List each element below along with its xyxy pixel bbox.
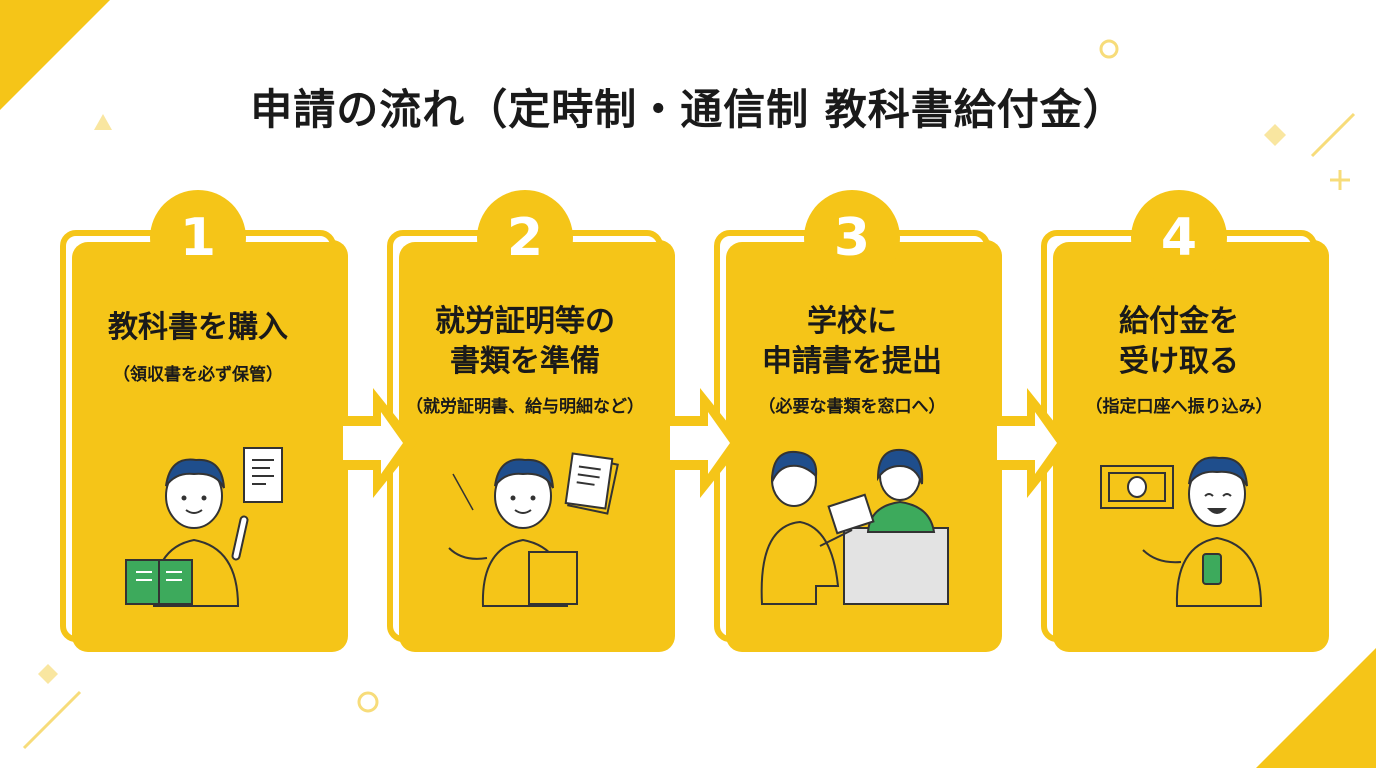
step-subtitle-3: （必要な書類を窓口へ） [758, 397, 946, 417]
step-card-1: 教科書を購入 （領収書を必ず保管） [60, 230, 344, 650]
decor-plus-right [1330, 170, 1350, 190]
decor-circle-bottom [357, 691, 379, 713]
person-submitting-to-counter-icon [760, 448, 949, 605]
step-subtitle-1: （領収書を必ず保管） [113, 365, 283, 385]
arrow-right-icon [660, 388, 744, 498]
decor-diamond-right [1264, 124, 1286, 146]
step-number-badge-4: 4 [1131, 190, 1227, 286]
step-title-1: 教科書を購入 [108, 310, 288, 345]
decor-bottom-right-triangle [1256, 648, 1376, 768]
step-title-4: 給付金を 受け取る [1119, 304, 1239, 379]
person-with-book-and-receipt-icon [125, 447, 283, 607]
step-title-3: 学校に 申請書を提出 [762, 304, 942, 379]
decor-line-right [1310, 112, 1356, 158]
arrow-right-icon [333, 388, 417, 498]
step-number-badge-3: 3 [804, 190, 900, 286]
decor-small-triangle-left [94, 114, 112, 130]
step-subtitle-4: （指定口座へ振り込み） [1085, 397, 1273, 417]
person-with-documents-and-pen-icon [448, 452, 619, 607]
step-subtitle-2: （就労証明書、給与明細など） [406, 397, 644, 417]
step-card-4: 給付金を 受け取る （指定口座へ振り込み） [1041, 230, 1325, 650]
decor-line-bottom-left [22, 690, 82, 750]
step-card-2: 就労証明等の 書類を準備 （就労証明書、給与明細など） [387, 230, 671, 650]
decor-top-left-triangle [0, 0, 110, 110]
step-number-badge-2: 2 [477, 190, 573, 286]
person-with-money-and-phone-icon [1100, 456, 1263, 607]
decor-circle-top-right [1099, 39, 1119, 59]
page-title: 申請の流れ（定時制・通信制 教科書給付金） [250, 85, 1126, 134]
decor-diamond-bottom-left [38, 664, 58, 684]
arrow-right-icon [987, 388, 1071, 498]
step-title-2: 就労証明等の 書類を準備 [435, 304, 615, 379]
step-number-badge-1: 1 [150, 190, 246, 286]
step-card-3: 学校に 申請書を提出 （必要な書類を窓口へ） [714, 230, 998, 650]
